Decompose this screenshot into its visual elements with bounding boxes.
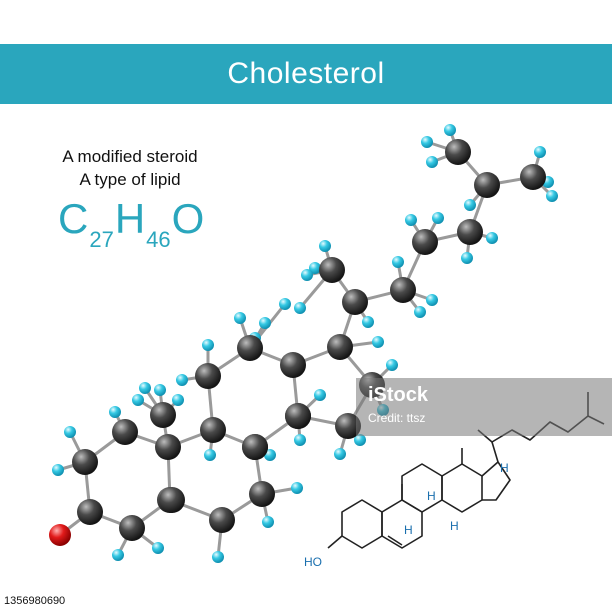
hydrogen-atom xyxy=(301,269,313,281)
hydrogen-atom xyxy=(109,406,121,418)
description-steroid: A modified steroid xyxy=(62,147,198,166)
carbon-atom xyxy=(390,277,416,303)
skeletal-h-label-1: H xyxy=(500,461,509,475)
carbon-atom xyxy=(285,403,311,429)
hydrogen-atom xyxy=(319,240,331,252)
carbon-atom xyxy=(150,402,176,428)
formula-hydrogen-count: 46 xyxy=(146,227,171,252)
hydrogen-atom xyxy=(314,389,326,401)
carbon-atom xyxy=(195,363,221,389)
hydrogen-atom xyxy=(421,136,433,148)
carbon-atom xyxy=(112,419,138,445)
hydrogen-atom xyxy=(309,262,321,274)
hydrogen-atom xyxy=(432,212,444,224)
watermark-credit: Credit: ttsz xyxy=(368,411,426,425)
hydrogen-atom xyxy=(259,317,271,329)
hydrogen-atom xyxy=(546,190,558,202)
hydrogen-atom xyxy=(486,232,498,244)
carbon-atom xyxy=(445,139,471,165)
hydrogen-atom xyxy=(234,312,246,324)
carbon-atom xyxy=(280,352,306,378)
hydrogen-atom xyxy=(139,382,151,394)
carbon-atom xyxy=(237,335,263,361)
hydrogen-atom xyxy=(362,316,374,328)
skeletal-h-label-2: H xyxy=(427,489,436,503)
carbon-atom xyxy=(520,164,546,190)
carbon-atom xyxy=(474,172,500,198)
hydrogen-atom xyxy=(405,214,417,226)
carbon-atom xyxy=(77,499,103,525)
hydrogen-atom xyxy=(64,426,76,438)
description-lipid: A type of lipid xyxy=(79,170,181,189)
watermark: iStock Credit: ttsz xyxy=(356,378,612,436)
carbon-atom xyxy=(412,229,438,255)
hydrogen-atom xyxy=(112,549,124,561)
carbon-atom xyxy=(119,515,145,541)
hydrogen-atom xyxy=(386,359,398,371)
carbon-atom xyxy=(155,434,181,460)
stock-id: 1356980690 xyxy=(0,590,76,612)
hydrogen-atom xyxy=(204,449,216,461)
hydrogen-atom xyxy=(294,302,306,314)
hydrogen-atom xyxy=(202,339,214,351)
hydrogen-atom xyxy=(372,336,384,348)
formula-hydrogen: H xyxy=(114,195,146,242)
watermark-logo: iStock xyxy=(368,384,429,406)
skeletal-h-label-3: H xyxy=(450,519,459,533)
hydrogen-atom xyxy=(392,256,404,268)
hydrogen-atom xyxy=(291,482,303,494)
hydrogen-atom xyxy=(334,448,346,460)
hydrogen-atom xyxy=(461,252,473,264)
hydrogen-atom xyxy=(52,464,64,476)
hydrogen-atom xyxy=(152,542,164,554)
hydrogen-atom xyxy=(176,374,188,386)
carbon-atom xyxy=(342,289,368,315)
carbon-atom xyxy=(327,334,353,360)
hydrogen-atom xyxy=(279,298,291,310)
carbon-atom xyxy=(209,507,235,533)
molecular-formula: C27H46O xyxy=(58,195,205,251)
carbon-atom xyxy=(335,413,361,439)
hydrogen-atom xyxy=(172,394,184,406)
carbon-atom xyxy=(242,434,268,460)
carbon-atom xyxy=(319,257,345,283)
hydrogen-atom xyxy=(414,306,426,318)
hydrogen-atom xyxy=(464,199,476,211)
hydrogen-atom xyxy=(426,156,438,168)
ball-stick-model xyxy=(49,124,558,563)
hydrogen-atom xyxy=(426,294,438,306)
hydrogen-atom xyxy=(444,124,456,136)
skeletal-oh-label: HO xyxy=(304,555,322,569)
carbon-atom xyxy=(159,487,185,513)
title-banner: Cholesterol xyxy=(0,44,612,104)
carbon-atom xyxy=(249,481,275,507)
hydrogen-atom xyxy=(132,394,144,406)
formula-oxygen: O xyxy=(171,195,205,242)
hydrogen-atom xyxy=(212,551,224,563)
hydrogen-atom xyxy=(262,516,274,528)
hydrogen-atom xyxy=(354,434,366,446)
carbon-atom xyxy=(72,449,98,475)
page-title: Cholesterol xyxy=(227,57,385,90)
formula-carbon-count: 27 xyxy=(89,227,114,252)
hydrogen-atom xyxy=(534,146,546,158)
oxygen-atom xyxy=(49,524,71,546)
hydrogen-atom xyxy=(154,384,166,396)
carbon-atom xyxy=(200,417,226,443)
formula-carbon: C xyxy=(58,195,89,242)
skeletal-h-label-4: H xyxy=(404,523,413,537)
carbon-atom xyxy=(457,219,483,245)
hydrogen-atom xyxy=(294,434,306,446)
